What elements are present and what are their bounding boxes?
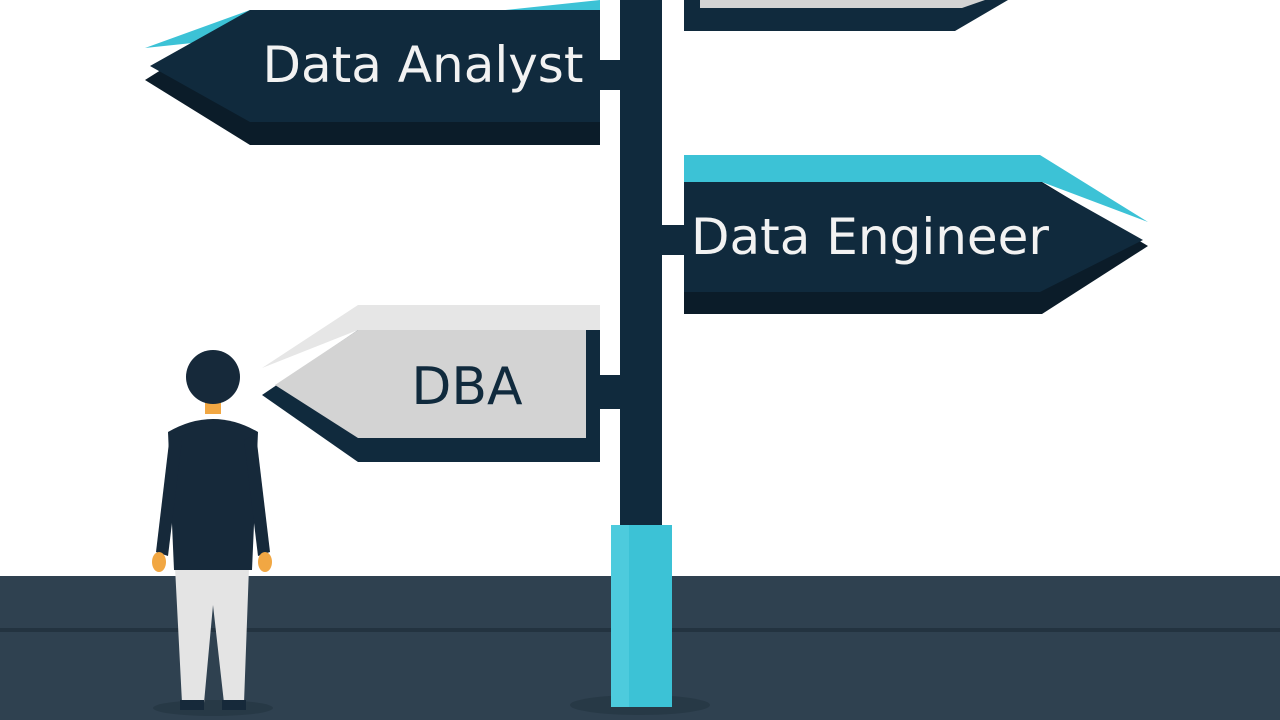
sign-data-analyst[interactable]: Data Analyst bbox=[145, 0, 600, 145]
sign-label-data-engineer: Data Engineer bbox=[691, 208, 1049, 266]
sign-data-engineer[interactable]: Data Engineer bbox=[684, 155, 1148, 314]
person-standing-icon bbox=[152, 350, 272, 710]
sign-dba[interactable]: DBA bbox=[262, 305, 600, 462]
signpost-pole bbox=[598, 0, 686, 707]
top-sign-partial bbox=[684, 0, 1008, 31]
sign-label-data-analyst: Data Analyst bbox=[263, 36, 584, 94]
sign-label-dba: DBA bbox=[411, 357, 523, 417]
